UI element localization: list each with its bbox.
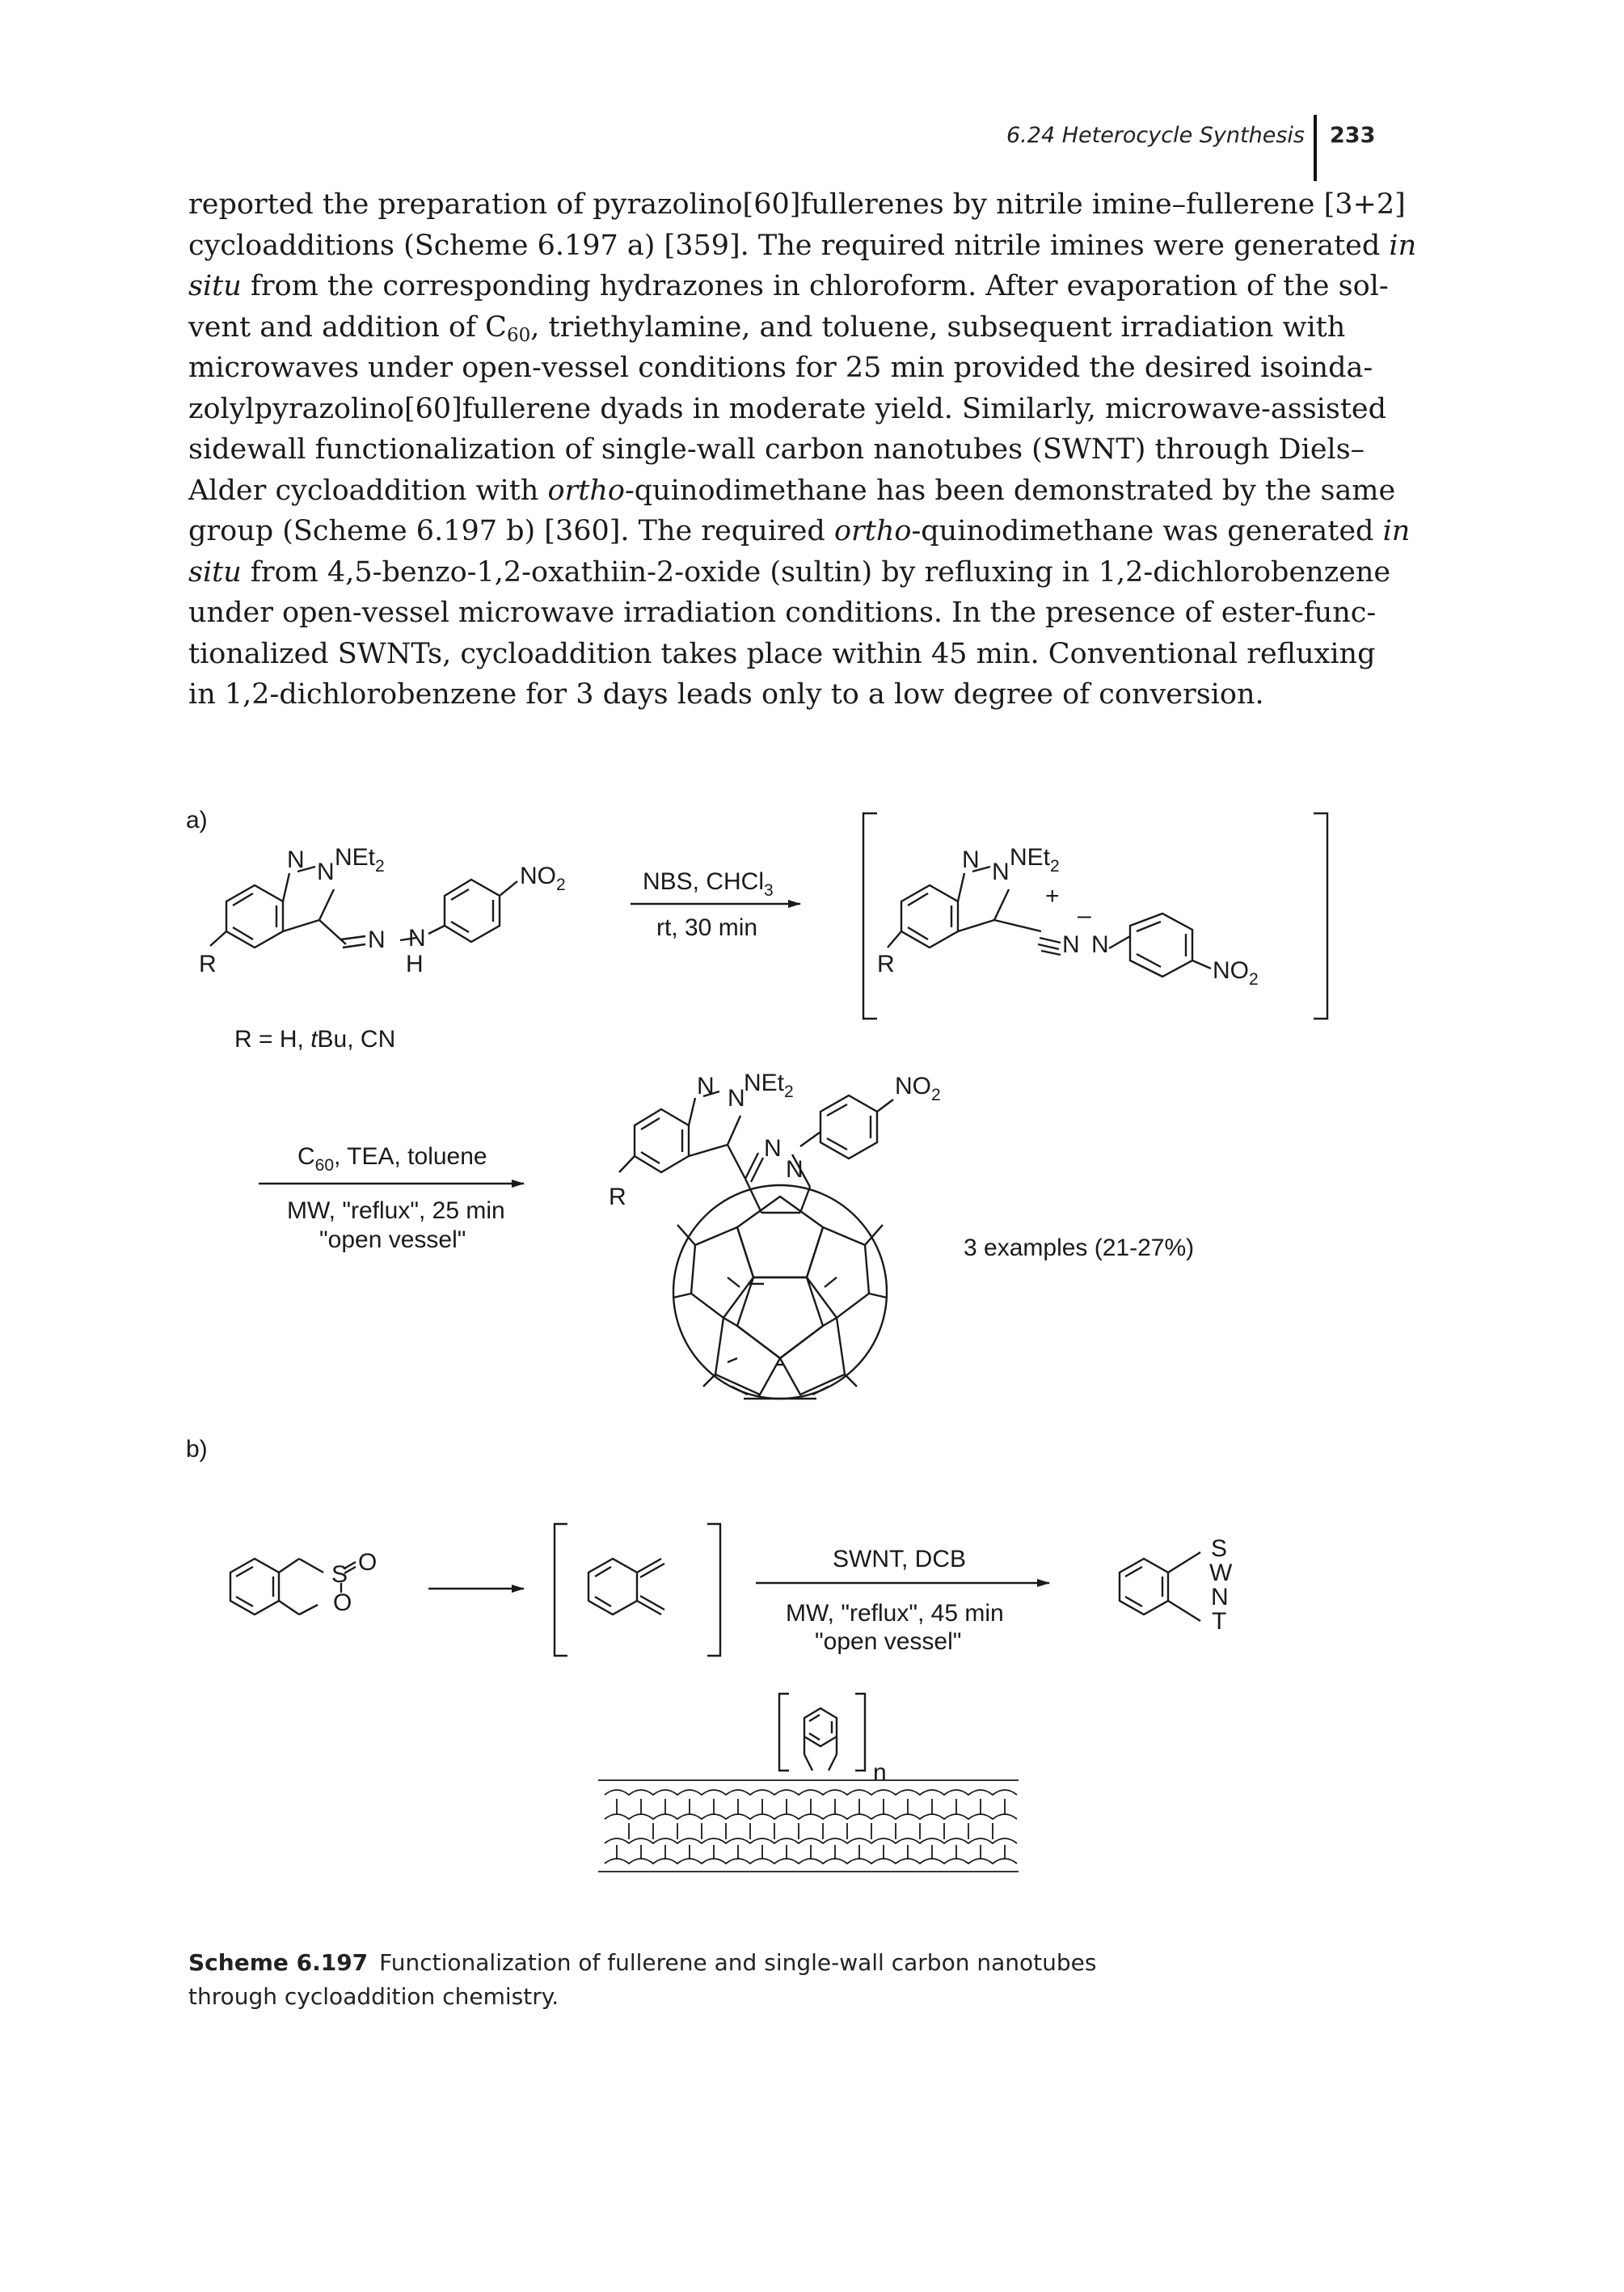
- sultin-structure: [229, 1557, 356, 1616]
- swnt-letter: W: [1209, 1560, 1233, 1586]
- reagent-label: SWNT, DCB: [833, 1546, 966, 1572]
- body-line: cycloadditions (Scheme 6.197 a) [359]. T…: [188, 229, 1417, 262]
- caption-text: Functionalization of fullerene and singl…: [379, 1949, 1097, 1976]
- body-line: group (Scheme 6.197 b) [360]. The requir…: [188, 515, 1411, 547]
- atom-label: N: [408, 925, 426, 952]
- condition-label: MW, "reflux", 45 min: [786, 1600, 1004, 1627]
- atom-label: NO2: [1213, 957, 1259, 989]
- caption-text: through cycloaddition chemistry.: [188, 1983, 559, 2010]
- atom-label: N: [992, 859, 1010, 885]
- carbon-nanotube-wall: [598, 1779, 1019, 1872]
- condition-label: "open vessel": [319, 1226, 466, 1253]
- scheme-drawing: a) N N NEt2 N N H NO2 R R = H, tBu, CN N…: [186, 807, 1329, 1872]
- body-paragraph: reported the preparation of pyrazolino[6…: [188, 184, 1417, 715]
- atom-label: NO2: [520, 863, 566, 894]
- atom-label: H: [406, 951, 424, 977]
- atom-label: N: [728, 1085, 745, 1112]
- atom-label: N: [962, 846, 980, 873]
- caption-label: Scheme 6.197: [188, 1949, 369, 1976]
- atom-label: O: [358, 1549, 377, 1576]
- atom-label: S: [331, 1561, 348, 1588]
- reaction-scheme: a) N N NEt2 N N H NO2 R R = H, tBu, CN N…: [162, 792, 1374, 1940]
- scheme-part-b-label: b): [186, 1436, 208, 1463]
- repeat-subscript: n: [873, 1759, 887, 1786]
- body-line: situ from 4,5-benzo-1,2-oxathiin-2-oxide…: [188, 555, 1391, 589]
- condition-label: "open vessel": [815, 1628, 961, 1655]
- bracket-left-b: [553, 1522, 567, 1657]
- figure-caption: Scheme 6.197 Functionalization of fullere…: [188, 1946, 1158, 2014]
- atom-label: N: [368, 927, 386, 953]
- swnt-letter: N: [1211, 1584, 1229, 1610]
- charge-plus: +: [1045, 883, 1060, 910]
- atom-label: N: [1062, 931, 1080, 958]
- atom-label: N: [1091, 931, 1109, 958]
- fullerene-adduct-structure: [618, 1090, 894, 1214]
- atom-label: R: [877, 951, 895, 977]
- atom-label: N: [697, 1073, 715, 1100]
- atom-label: N: [317, 859, 335, 885]
- body-line: reported the preparation of pyrazolino[6…: [188, 188, 1406, 221]
- body-line: in 1,2-dichlorobenzene for 3 days leads …: [188, 678, 1264, 711]
- running-header: 6.24 Heterocycle Synthesis: [1006, 123, 1305, 148]
- bracket-right-b: [707, 1522, 722, 1657]
- atom-label: R: [609, 1184, 626, 1210]
- nitrile-imine-structure: [887, 865, 1212, 978]
- bracket-left: [862, 812, 877, 1020]
- nanotube-repeat-unit: [778, 1692, 867, 1772]
- atom-label: N: [786, 1156, 804, 1183]
- condition-label: MW, "reflux", 25 min: [287, 1197, 505, 1224]
- header-divider: [1314, 115, 1317, 181]
- charge-minus: –: [1078, 902, 1091, 929]
- body-line: situ from the corresponding hydrazones i…: [188, 270, 1389, 302]
- swnt-adduct-structure: [1118, 1551, 1201, 1623]
- bracket-right: [1314, 812, 1329, 1020]
- atom-label: N: [764, 1135, 782, 1162]
- body-line: zolylpyrazolino[60]fullerene dyads in mo…: [188, 392, 1386, 425]
- body-line: tionalized SWNTs, cycloaddition takes pl…: [188, 637, 1376, 670]
- scheme-part-a-label: a): [186, 807, 208, 834]
- atom-label: O: [333, 1589, 352, 1616]
- atom-label: N: [287, 846, 305, 873]
- fullerene-c60: [672, 1184, 888, 1400]
- atom-label: NEt2: [335, 844, 385, 876]
- body-line: Alder cycloaddition with ortho-quinodime…: [188, 474, 1396, 507]
- quinodimethane-structure: [587, 1557, 665, 1616]
- atom-label: NEt2: [744, 1070, 794, 1101]
- atom-label: NEt2: [1010, 844, 1060, 876]
- body-line: microwaves under open-vessel conditions …: [188, 352, 1373, 384]
- condition-label: rt, 30 min: [656, 914, 757, 941]
- swnt-letter: S: [1211, 1535, 1227, 1562]
- atom-label: NO2: [895, 1073, 941, 1104]
- r-definition: R = H, tBu, CN: [234, 1026, 395, 1053]
- body-line: sidewall functionalization of single-wal…: [188, 433, 1365, 466]
- page-number: 233: [1330, 123, 1376, 148]
- yield-note: 3 examples (21-27%): [964, 1235, 1194, 1261]
- body-line: vent and addition of C60, triethylamine,…: [188, 310, 1346, 346]
- atom-label: R: [199, 951, 217, 977]
- swnt-letter: T: [1212, 1608, 1226, 1635]
- reagent-label: C60, TEA, toluene: [297, 1143, 487, 1175]
- hydrazone-structure: [209, 865, 518, 949]
- reagent-label: NBS, CHCl3: [643, 868, 774, 900]
- body-line: under open-vessel microwave irradiation …: [188, 597, 1377, 629]
